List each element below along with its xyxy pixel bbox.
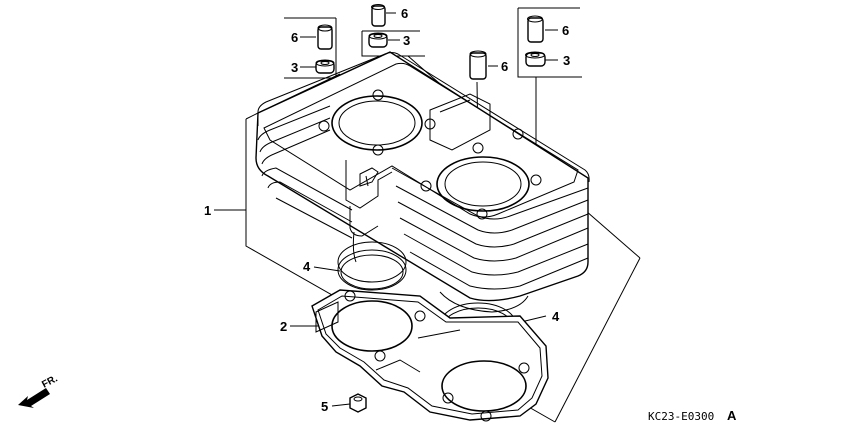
callout-6: 6 [291, 30, 298, 45]
dowels-and-seals [315, 4, 546, 80]
dowel-pin [469, 50, 487, 80]
base-gasket [311, 289, 549, 422]
callout-6: 6 [562, 23, 569, 38]
callout-5: 5 [321, 399, 328, 414]
callout-numbers: 1 2 3 3 3 4 4 5 6 6 6 6 [204, 6, 570, 414]
dowel-pin [317, 24, 333, 50]
seal-ring [368, 32, 388, 48]
front-label: FR. [40, 373, 60, 390]
seal-ring [315, 59, 335, 74]
cylinder-block [255, 51, 590, 313]
reference-code: KC23-E0300 A [648, 408, 737, 423]
callout-3: 3 [403, 33, 410, 48]
front-direction-arrow: FR. [18, 373, 60, 408]
ref-code: KC23-E0300 [648, 410, 714, 423]
callout-3: 3 [291, 60, 298, 75]
nut [349, 393, 367, 413]
callout-6: 6 [501, 59, 508, 74]
dowel-pin [371, 4, 386, 27]
dowel-pin [527, 15, 544, 43]
callout-4: 4 [303, 259, 311, 274]
callout-6: 6 [401, 6, 408, 21]
seal-ring [525, 51, 546, 67]
callout-4: 4 [552, 309, 560, 324]
ref-suffix: A [727, 408, 737, 423]
callout-2: 2 [280, 319, 287, 334]
callout-1: 1 [204, 203, 211, 218]
callout-3: 3 [563, 53, 570, 68]
